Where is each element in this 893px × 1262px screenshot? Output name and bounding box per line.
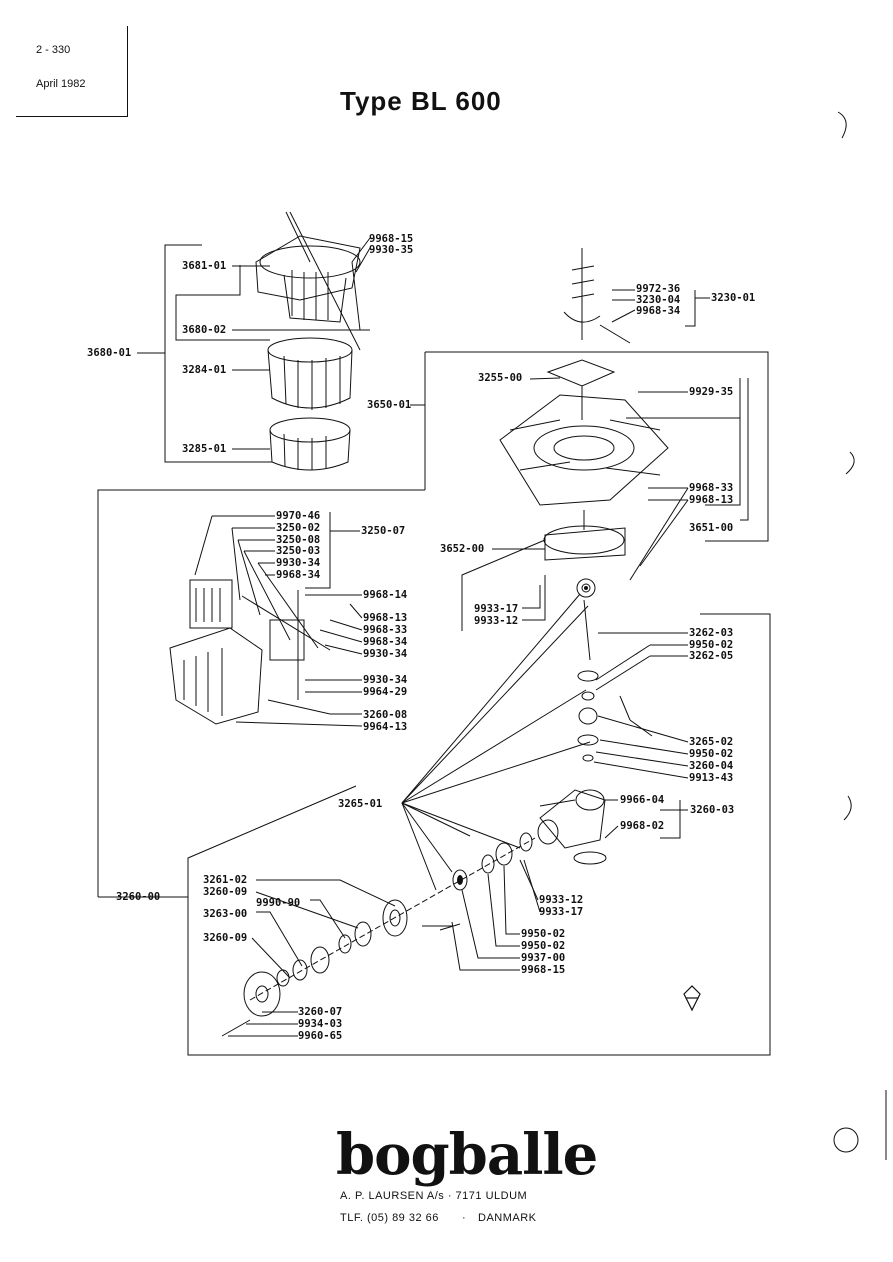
header-divider-vertical: [127, 26, 128, 116]
part-label: 9968-15: [369, 233, 414, 245]
document-date: April 1982: [36, 78, 86, 90]
part-label: 9968-34: [276, 569, 321, 581]
part-label: 3260-09: [203, 886, 248, 898]
part-label: 9968-15: [521, 964, 566, 976]
footer-separator: ·: [462, 1212, 467, 1224]
part-label: 3230-04: [636, 294, 681, 306]
part-label: 3250-08: [276, 534, 321, 546]
part-label: 9968-13: [363, 612, 408, 624]
part-label: 3262-03: [689, 627, 734, 639]
part-label: 9934-03: [298, 1018, 343, 1030]
part-label: 3250-03: [276, 545, 321, 557]
punch-hole-mark: [833, 1127, 859, 1153]
stirrer-shaft-part: [563, 248, 601, 340]
part-label: 3681-01: [182, 260, 227, 272]
manufacturer-mark: [683, 985, 701, 1012]
part-label: 9970-46: [276, 510, 321, 522]
part-label: 9964-29: [363, 686, 408, 698]
part-label: 3262-05: [689, 650, 734, 662]
part-label: 9972-36: [636, 283, 681, 295]
part-label: 3260-07: [298, 1006, 343, 1018]
spinner-disc-part: [499, 359, 669, 506]
part-label: 9968-34: [363, 636, 408, 648]
part-label: 9968-33: [363, 624, 408, 636]
company-country: DANMARK: [478, 1212, 537, 1224]
part-label: 9968-34: [636, 305, 681, 317]
page-edge-mark: [845, 451, 855, 475]
header-divider-horizontal: [16, 116, 128, 117]
part-label: 9968-02: [620, 820, 665, 832]
part-label: 3651-00: [689, 522, 734, 534]
part-label: 3265-02: [689, 736, 734, 748]
hopper-upper-part: [255, 211, 361, 351]
part-label: 9930-34: [363, 674, 408, 686]
page-title: Type BL 600: [340, 86, 502, 116]
company-address: A. P. LAURSEN A/s · 7171 ULDUM: [340, 1190, 528, 1202]
part-label: 9968-13: [689, 494, 734, 506]
part-label: 3284-01: [182, 364, 227, 376]
part-label: 3260-04: [689, 760, 734, 772]
part-label: 9950-02: [689, 748, 734, 760]
part-label: 3265-01: [338, 798, 383, 810]
part-label: 3652-00: [440, 543, 485, 555]
part-label: 9913-43: [689, 772, 734, 784]
part-label: 3261-02: [203, 874, 248, 886]
part-label: 3680-01: [87, 347, 132, 359]
part-label: 9968-33: [689, 482, 734, 494]
part-label: 9968-14: [363, 589, 408, 601]
part-label: 9930-34: [276, 557, 321, 569]
part-label: 3680-02: [182, 324, 227, 336]
part-label: 9966-04: [620, 794, 665, 806]
part-label: 9929-35: [689, 386, 734, 398]
document-number: 2 - 330: [36, 44, 71, 56]
part-label: 3260-08: [363, 709, 408, 721]
mount-plate-part: [543, 510, 626, 561]
part-label: 9930-34: [363, 648, 408, 660]
part-label: 9964-13: [363, 721, 408, 733]
part-label: 3650-01: [367, 399, 412, 411]
company-phone: TLF. (05) 89 32 66: [340, 1212, 439, 1224]
part-label: 9933-12: [539, 894, 584, 906]
drive-shaft-assembly: [221, 832, 536, 1037]
gearbox-shaft-part: [537, 578, 631, 865]
part-label: 3255-00: [478, 372, 523, 384]
brand-logo: bogballe: [336, 1122, 598, 1188]
page-edge-mark: [837, 111, 847, 139]
part-label: 3263-00: [203, 908, 248, 920]
part-label: 3260-09: [203, 932, 248, 944]
part-label: 9950-02: [521, 940, 566, 952]
part-label: 9950-02: [689, 639, 734, 651]
part-label: 3230-01: [711, 292, 756, 304]
part-label: 9933-17: [539, 906, 584, 918]
agitator-mechanism-part: [169, 579, 331, 725]
part-label: 9960-65: [298, 1030, 343, 1042]
part-label: 3285-01: [182, 443, 227, 455]
part-label: 9933-17: [474, 603, 519, 615]
ring-part-3285: [269, 417, 351, 471]
part-label: 3250-07: [361, 525, 406, 537]
ring-part-3284: [267, 337, 353, 410]
part-label: 3250-02: [276, 522, 321, 534]
part-label: 3260-03: [690, 804, 735, 816]
part-label: 9990-90: [256, 897, 301, 909]
part-label: 3260-00: [116, 891, 161, 903]
page-edge-mark: [843, 795, 852, 821]
part-label: 9937-00: [521, 952, 566, 964]
part-label: 9933-12: [474, 615, 519, 627]
part-label: 9930-35: [369, 244, 414, 256]
part-label: 9950-02: [521, 928, 566, 940]
